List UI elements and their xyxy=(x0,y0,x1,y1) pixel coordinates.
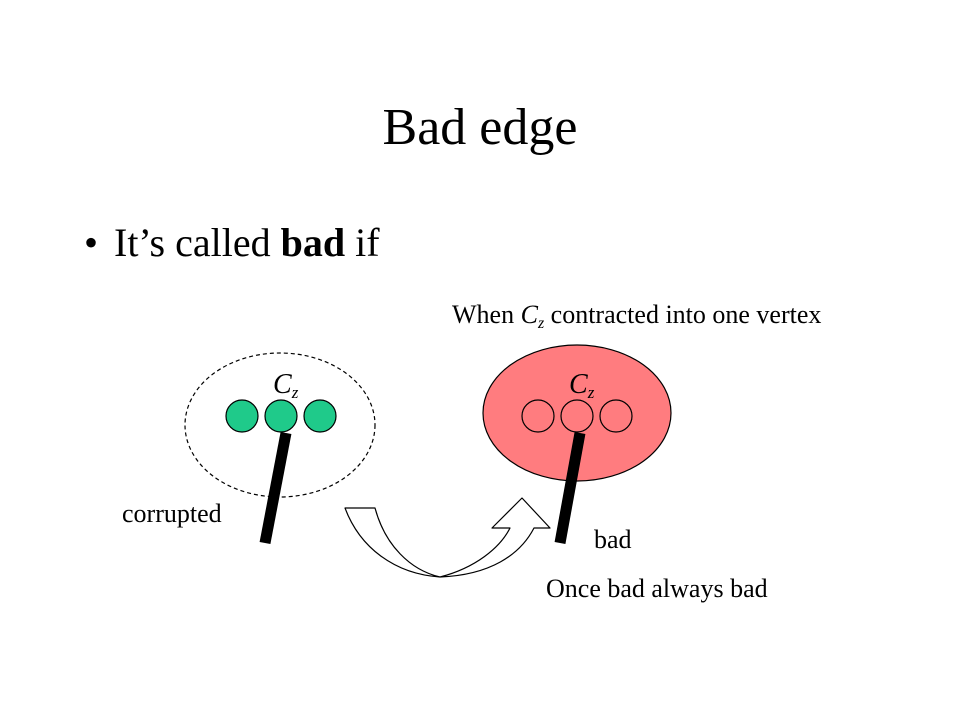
left-corrupted-edge xyxy=(259,431,292,545)
left-vertex-2 xyxy=(264,399,298,433)
right-component-contracted xyxy=(482,344,672,482)
left-component-outline xyxy=(184,352,376,498)
once-bad-caption: Once bad always bad xyxy=(546,574,768,603)
bullet-item: • It’s called bad if xyxy=(84,218,380,268)
right-component-label: Cz xyxy=(569,369,595,403)
left-vertex-1 xyxy=(225,399,259,433)
right-vertex-2 xyxy=(560,399,594,433)
slide-title: Bad edge xyxy=(382,99,578,156)
bullet-dot: • xyxy=(84,220,99,265)
right-vertex-1 xyxy=(521,399,555,433)
bullet-text-prefix: It’s called xyxy=(114,220,281,265)
contraction-caption: When Cz contracted into one vertex xyxy=(452,300,822,332)
left-vertex-3 xyxy=(303,399,337,433)
bullet-text-suffix: if xyxy=(345,220,380,265)
corrupted-edge-label: corrupted xyxy=(122,499,222,528)
right-bad-edge xyxy=(554,432,586,544)
bullet-text-bold: bad xyxy=(280,220,346,265)
transition-arrow xyxy=(344,497,551,578)
left-component-label: Cz xyxy=(273,369,299,403)
right-vertex-3 xyxy=(599,399,633,433)
bad-edge-label: bad xyxy=(594,525,632,554)
